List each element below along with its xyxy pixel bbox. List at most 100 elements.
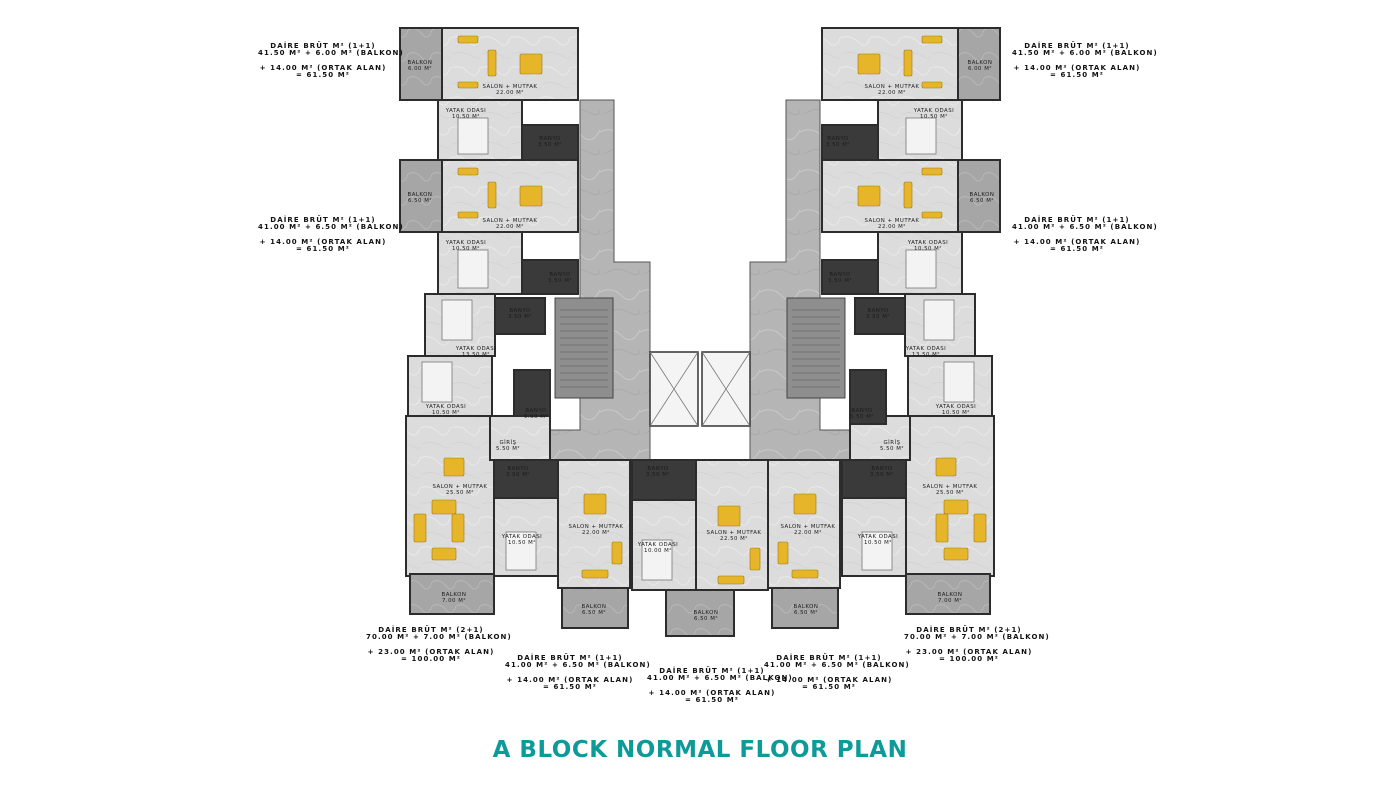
room-name: GİRİŞ xyxy=(883,439,900,446)
room-name: BANYO xyxy=(871,466,892,472)
room-area-value: 3.50 M² xyxy=(646,471,670,478)
furniture xyxy=(943,499,969,515)
furniture xyxy=(413,513,427,543)
room-area xyxy=(489,415,551,461)
bed xyxy=(441,299,473,341)
room-area-value: 22.00 M² xyxy=(794,529,822,536)
unit-info-bottom-center-right: DAİRE BRÜT M² (1+1)41.00 M² + 6.50 M² (B… xyxy=(764,654,910,692)
room-area-value: 6.50 M² xyxy=(970,197,994,204)
furniture xyxy=(611,541,623,565)
room-name: SALON + MUTFAK xyxy=(707,530,762,536)
balcony-area xyxy=(399,27,443,101)
room-area-value: 3.50 M² xyxy=(870,471,894,478)
balcony-area xyxy=(561,587,629,629)
room-area-value: 7.00 M² xyxy=(938,597,962,604)
room-name: YATAK ODASI xyxy=(501,534,542,540)
bed xyxy=(457,249,489,289)
room-name: YATAK ODASI xyxy=(857,534,898,540)
unit-info-top-right: DAİRE BRÜT M² (1+1)41.50 M² + 6.00 M² (B… xyxy=(1012,42,1158,80)
room-name: SALON + MUTFAK xyxy=(923,484,978,490)
room-name: BALKON xyxy=(694,610,719,616)
bed xyxy=(457,117,489,155)
room-area-value: 7.00 M² xyxy=(442,597,466,604)
furniture xyxy=(791,569,819,579)
room-name: BANYO xyxy=(507,466,528,472)
room-area-value: 3.50 M² xyxy=(866,313,890,320)
furniture xyxy=(973,513,987,543)
furniture xyxy=(457,167,479,176)
balcony-area xyxy=(409,573,495,615)
bathroom-area xyxy=(849,369,887,425)
room-area-value: 10.50 M² xyxy=(942,409,970,416)
balcony-area xyxy=(399,159,443,233)
room-name: SALON + MUTFAK xyxy=(483,218,538,224)
balcony-area xyxy=(957,27,1001,101)
balcony-area xyxy=(957,159,1001,233)
bathroom-area xyxy=(521,124,579,161)
furniture xyxy=(457,35,479,44)
room-area-value: 25.50 M² xyxy=(446,489,474,496)
apartment-units xyxy=(399,27,1001,637)
furniture xyxy=(451,513,465,543)
room-area-value: 3.50 M² xyxy=(508,313,532,320)
room-name: YATAK ODASI xyxy=(905,346,946,352)
room-area-value: 6.00 M² xyxy=(968,65,992,72)
unit-info-bottom-center: DAİRE BRÜT M² (1+1)41.00 M² + 6.50 M² (B… xyxy=(647,667,793,705)
room-name: BALKON xyxy=(408,60,433,66)
room-area-value: 3.50 M² xyxy=(548,277,572,284)
room-area-value: 10.50 M² xyxy=(432,409,460,416)
room-area xyxy=(557,459,631,589)
room-name: SALON + MUTFAK xyxy=(865,218,920,224)
room-name: BANYO xyxy=(539,136,560,142)
furniture xyxy=(857,185,881,207)
room-name: BALKON xyxy=(794,604,819,610)
furniture xyxy=(935,457,957,477)
furniture xyxy=(903,49,913,77)
room-name: BANYO xyxy=(851,408,872,414)
room-area-value: 22.00 M² xyxy=(496,223,524,230)
bed xyxy=(861,531,893,571)
furniture xyxy=(717,505,741,527)
furniture xyxy=(519,53,543,75)
room-name: YATAK ODASI xyxy=(935,404,976,410)
room-name: YATAK ODASI xyxy=(455,346,496,352)
unit-info-top-left: DAİRE BRÜT M² (1+1)41.50 M² + 6.00 M² (B… xyxy=(258,42,404,80)
core-corridor xyxy=(539,99,863,461)
room-area-value: 6.50 M² xyxy=(794,609,818,616)
room-area-value: 6.50 M² xyxy=(694,615,718,622)
bathroom-area xyxy=(821,124,879,161)
bathroom-area xyxy=(854,297,906,335)
room-name: SALON + MUTFAK xyxy=(433,484,488,490)
room-name: BANYO xyxy=(525,408,546,414)
room-name: BALKON xyxy=(582,604,607,610)
bathroom-area xyxy=(521,259,579,295)
room-name: YATAK ODASI xyxy=(637,542,678,548)
furniture xyxy=(457,81,479,89)
furniture xyxy=(935,513,949,543)
room-area-value: 5.50 M² xyxy=(850,413,874,420)
room-area-value: 5.50 M² xyxy=(496,445,520,452)
balcony-area xyxy=(771,587,839,629)
furniture xyxy=(921,211,943,219)
unit-info-bottom-right-2plus1: DAİRE BRÜT M² (2+1)70.00 M² + 7.00 M² (B… xyxy=(904,626,1050,664)
room-name: BANYO xyxy=(509,308,530,314)
furniture xyxy=(581,569,609,579)
furniture xyxy=(431,547,457,561)
furniture xyxy=(921,167,943,176)
room-area-value: 6.00 M² xyxy=(408,65,432,72)
unit-info-mid-left: DAİRE BRÜT M² (1+1)41.00 M² + 6.50 M² (B… xyxy=(258,216,404,254)
room-area-value: 25.50 M² xyxy=(936,489,964,496)
bathroom-area xyxy=(631,459,697,501)
furniture xyxy=(777,541,789,565)
furniture xyxy=(583,493,607,515)
room-name: BANYO xyxy=(827,136,848,142)
balcony-area xyxy=(905,573,991,615)
room-name: BANYO xyxy=(647,466,668,472)
bathroom-area xyxy=(821,259,879,295)
room-name: SALON + MUTFAK xyxy=(865,84,920,90)
room-area-value: 5.50 M² xyxy=(524,413,548,420)
room-area-value: 3.50 M² xyxy=(826,141,850,148)
room-name: BALKON xyxy=(938,592,963,598)
room-area xyxy=(767,459,841,589)
room-area-value: 10.00 M² xyxy=(644,547,672,554)
